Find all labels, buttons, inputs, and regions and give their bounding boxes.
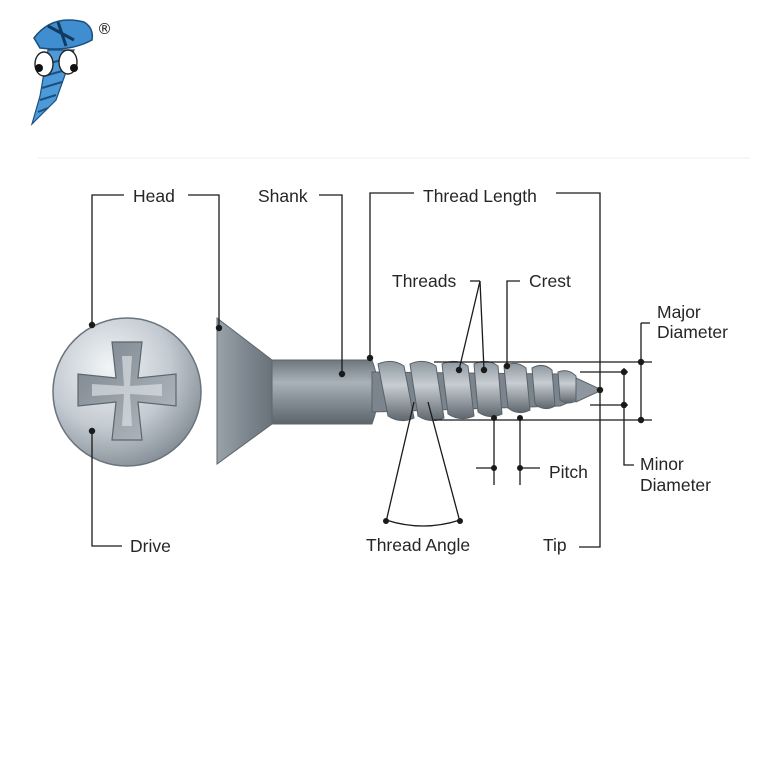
label-thread-angle: Thread Angle (366, 535, 470, 555)
label-drive: Drive (130, 536, 171, 556)
label-major-diameter-line1: Major (657, 302, 701, 322)
label-tip: Tip (543, 535, 567, 555)
label-head: Head (133, 186, 175, 206)
screw-tip (575, 377, 604, 403)
label-thread-length: Thread Length (423, 186, 537, 206)
label-major-diameter-line2: Diameter (657, 322, 728, 342)
thread-crests (377, 360, 579, 422)
label-crest: Crest (529, 271, 571, 291)
screw-mascot-icon (30, 19, 94, 127)
label-threads: Threads (392, 271, 456, 291)
callout-lines (88, 192, 652, 548)
brand-logo: ® (30, 19, 112, 127)
label-minor-diameter-line1: Minor (640, 454, 684, 474)
callout-labels: Head Drive Shank Thread Length Threads C… (130, 186, 728, 556)
shank-body (271, 359, 379, 425)
label-minor-diameter-line2: Diameter (640, 475, 711, 495)
screw-head-top-view (52, 317, 202, 467)
registered-mark: ® (97, 20, 112, 38)
label-shank: Shank (258, 186, 308, 206)
countersunk-head (216, 316, 273, 465)
label-pitch: Pitch (549, 462, 588, 482)
